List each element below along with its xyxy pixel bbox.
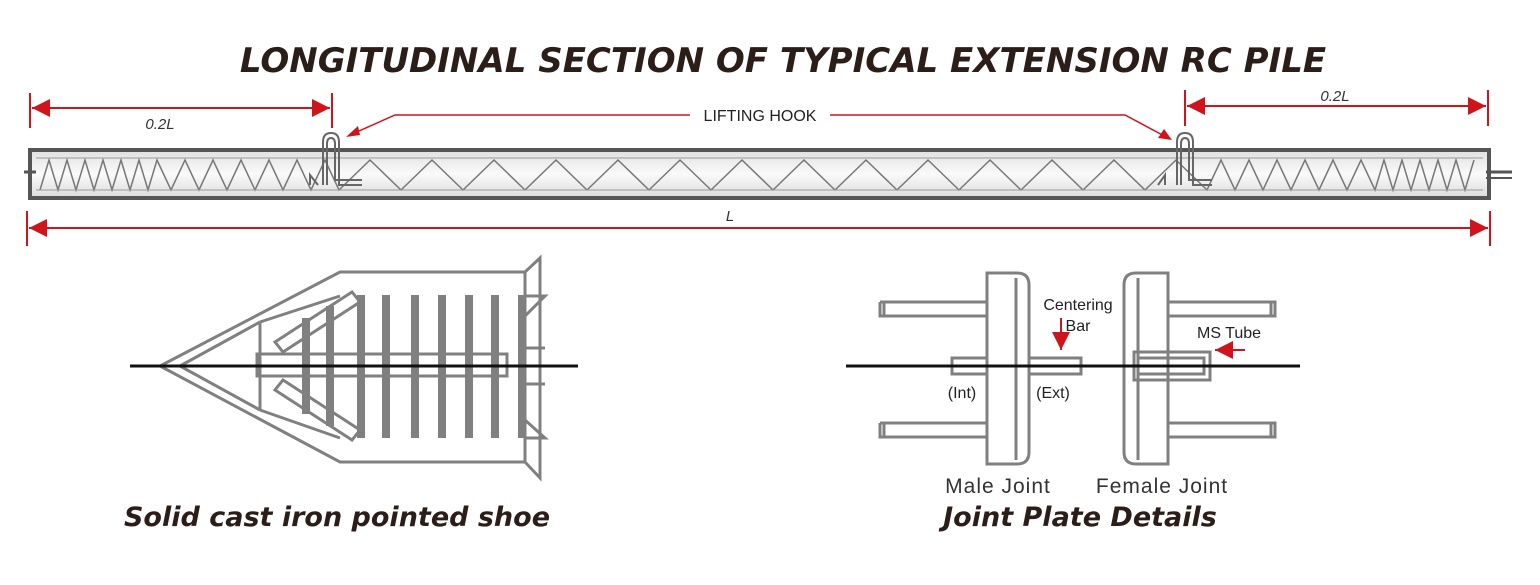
dimension-right: 0.2L [1184, 88, 1489, 126]
dim-total-label: L [726, 208, 734, 225]
dimension-left: 0.2L [29, 93, 333, 133]
dim-right-label: 0.2L [1320, 88, 1349, 105]
shoe-caption: Solid cast iron pointed shoe [124, 502, 550, 533]
lifting-hook-right [1157, 131, 1212, 186]
lifting-hook-left [309, 131, 362, 186]
centering-label-1: Centering [1043, 297, 1112, 314]
lifting-hook-label: LIFTING HOOK [704, 108, 817, 125]
page-title: LONGITUDINAL SECTION OF TYPICAL EXTENSIO… [240, 41, 1326, 81]
lifting-hook-callout: LIFTING HOOK [346, 108, 1172, 140]
shoe-diagonal-bars [272, 290, 363, 442]
female-joint [1122, 271, 1277, 466]
female-joint-label: Female Joint [1096, 475, 1228, 498]
dimension-total: L [26, 208, 1491, 246]
joint-caption: Joint Plate Details [938, 502, 1217, 533]
ext-label: (Ext) [1036, 385, 1070, 402]
int-label: (Int) [948, 385, 976, 402]
dim-left-label: 0.2L [145, 116, 174, 133]
pile-body [24, 148, 1512, 200]
male-joint-label: Male Joint [945, 475, 1051, 498]
ms-tube-label: MS Tube [1197, 325, 1261, 342]
spiral-reinforcement [39, 157, 1475, 193]
centering-label-2: Bar [1066, 318, 1092, 335]
